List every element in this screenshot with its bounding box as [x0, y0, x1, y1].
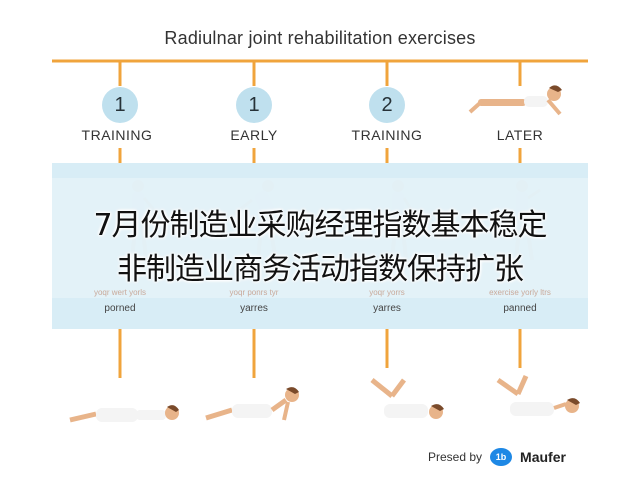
stage-number-1: 1: [102, 87, 138, 123]
stage-label-4: LATER: [496, 127, 544, 143]
stage-faded-text-1: yoqr wert yorls: [93, 288, 146, 297]
credit-line: Presed by 1b Maufer: [428, 447, 566, 467]
stage-number-2: 1: [236, 87, 272, 123]
diagram-title: Radiulnar joint rehabilitation exercises: [164, 28, 476, 48]
exercise-figure-lying-stretch: [69, 405, 179, 423]
stage-faded-text-4: exercise yorly ltrs: [489, 288, 551, 297]
stage-faded-text-3: yoqr yorrs: [369, 288, 405, 297]
overlay-headline-2: 非制造业商务活动指数保持扩张: [117, 252, 524, 287]
credit-prefix: Presed by: [428, 450, 483, 464]
stage-label-1: TRAINING: [81, 127, 153, 143]
exercise-figure-leg-lift: [496, 374, 580, 416]
exercise-figure-plank: [468, 85, 562, 116]
overlay-headline-1: 7月份制造业采购经理指数基本稳定: [93, 208, 547, 243]
stage-label-3: TRAINING: [351, 127, 423, 143]
stage-label-2: EARLY: [230, 127, 278, 143]
stage-faded-text-2: yoqr ponrs tyr: [229, 288, 279, 297]
stage-caption-4: panned: [503, 303, 537, 314]
brand-logo-icon: 1b: [490, 448, 513, 466]
stage-number-3: 2: [369, 87, 405, 123]
stage-band-inner: [52, 178, 588, 298]
brand-name: Maufer: [520, 449, 566, 465]
stage-caption-3: yarres: [373, 303, 401, 314]
stage-caption-1: porned: [104, 303, 136, 314]
exercise-figure-leg-raise: [370, 378, 444, 419]
stage-caption-2: yarres: [240, 303, 268, 314]
exercise-figure-cobra: [205, 387, 299, 421]
